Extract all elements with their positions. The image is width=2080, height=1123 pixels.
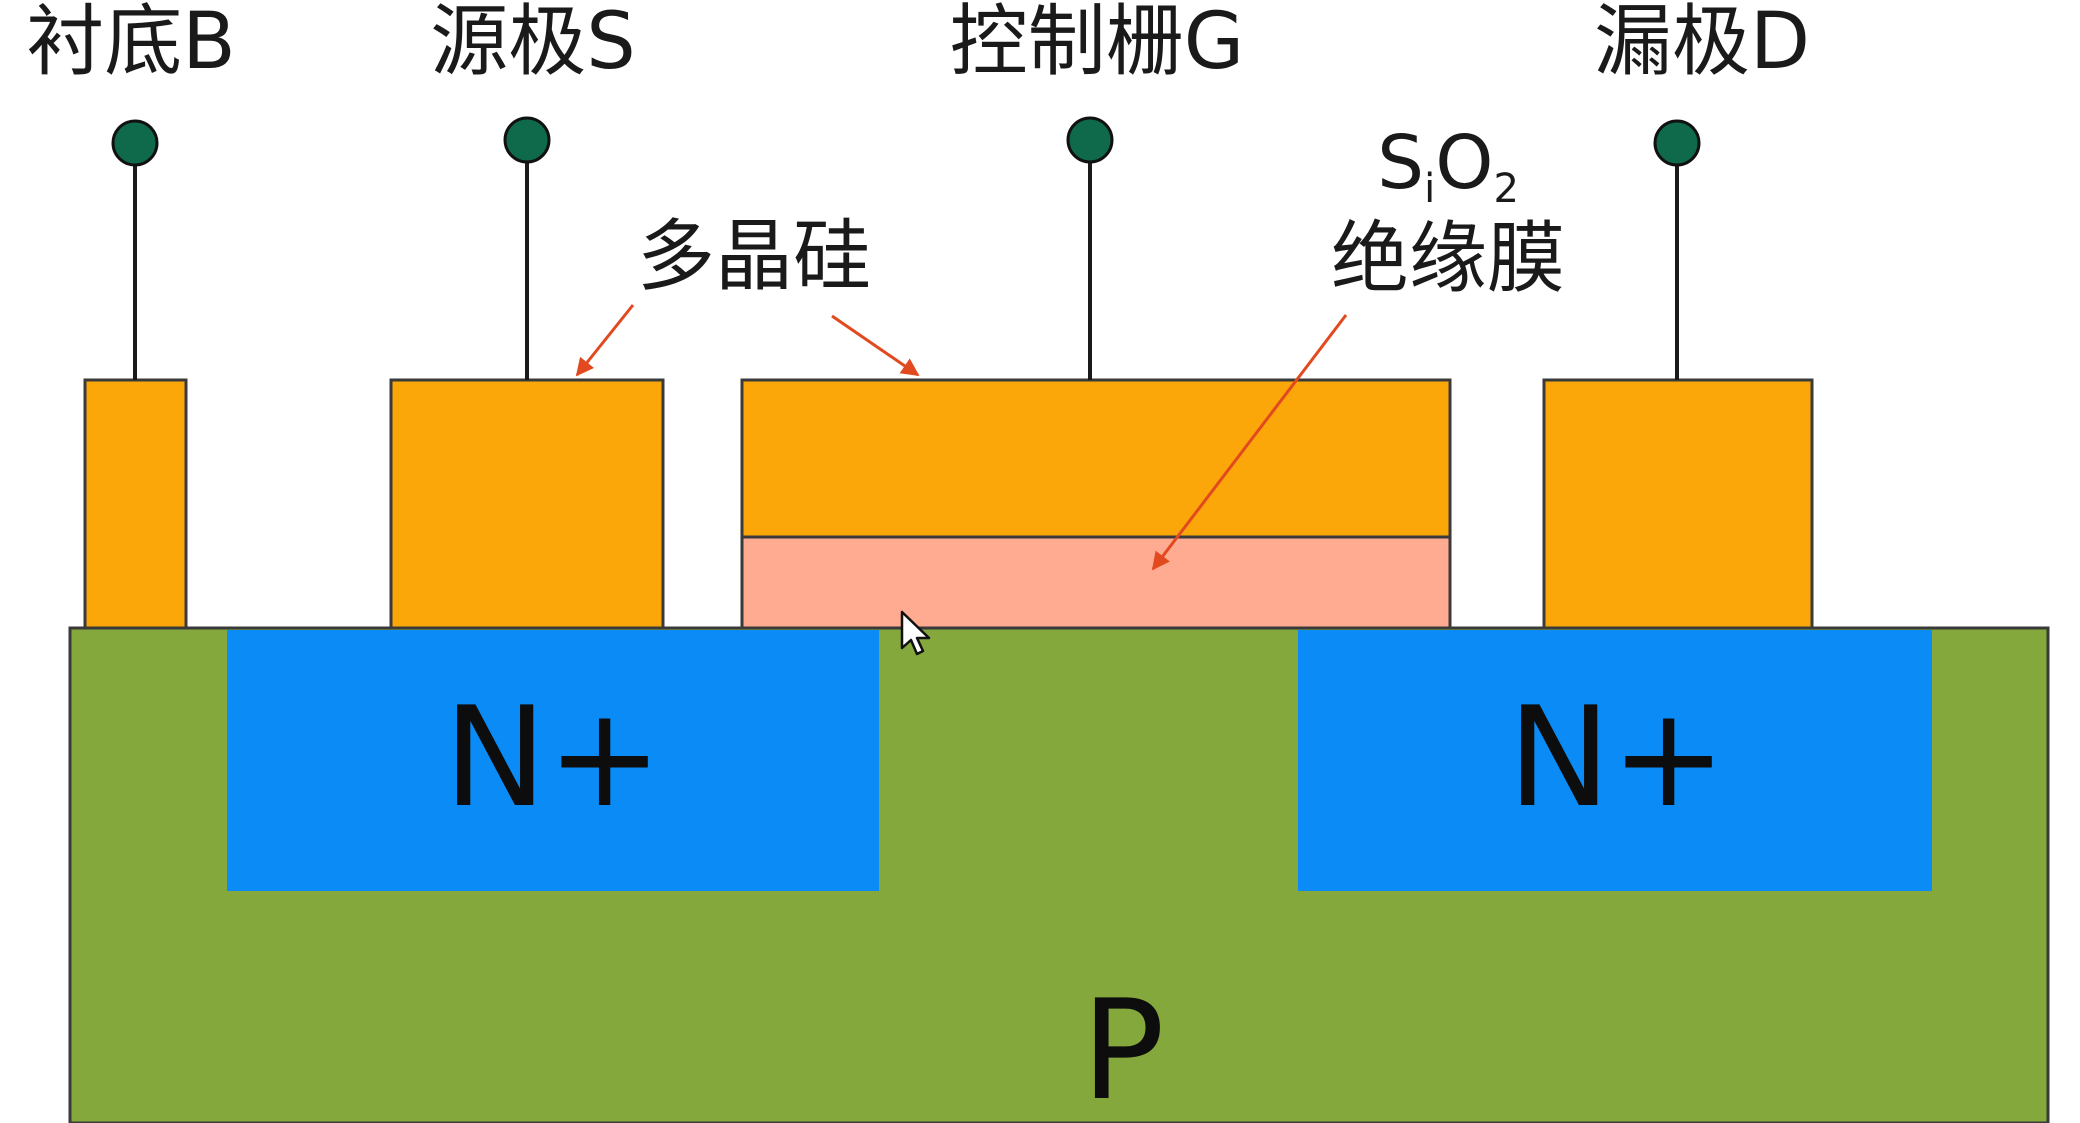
p-substrate-label: P: [1081, 970, 1164, 1123]
polysilicon-label: 多晶硅: [637, 212, 871, 302]
source-electrode: [389, 378, 665, 630]
insulator-label: 绝缘膜: [1331, 214, 1565, 304]
n-plus-drain-label: N+: [1508, 677, 1727, 838]
mouse-pointer-icon: [900, 610, 931, 656]
source-terminal-label: 源极S: [430, 0, 636, 87]
drain-terminal-dot: [1653, 119, 1701, 167]
substrate-terminal-dot: [111, 119, 159, 167]
substrate-terminal-label: 衬底B: [26, 0, 236, 87]
substrate-electrode: [83, 378, 188, 630]
n-plus-source-region: [227, 630, 879, 891]
n-plus-drain-region: [1298, 630, 1932, 891]
gate-terminal-label: 控制栅G: [950, 0, 1244, 87]
polysilicon-arrow-to-gate: [831, 314, 920, 377]
drain-electrode: [1542, 378, 1814, 630]
gate-electrode: [740, 378, 1452, 539]
source-terminal-dot: [503, 116, 551, 164]
gate-terminal-dot: [1066, 116, 1114, 164]
polysilicon-arrow-to-source: [575, 304, 635, 377]
n-plus-source-label: N+: [444, 677, 663, 838]
drain-terminal-label: 漏极D: [1594, 0, 1810, 87]
gate-oxide-layer: [740, 535, 1452, 630]
sio2-formula: SiO2: [1377, 120, 1519, 212]
insulator-arrow: [1151, 314, 1348, 571]
